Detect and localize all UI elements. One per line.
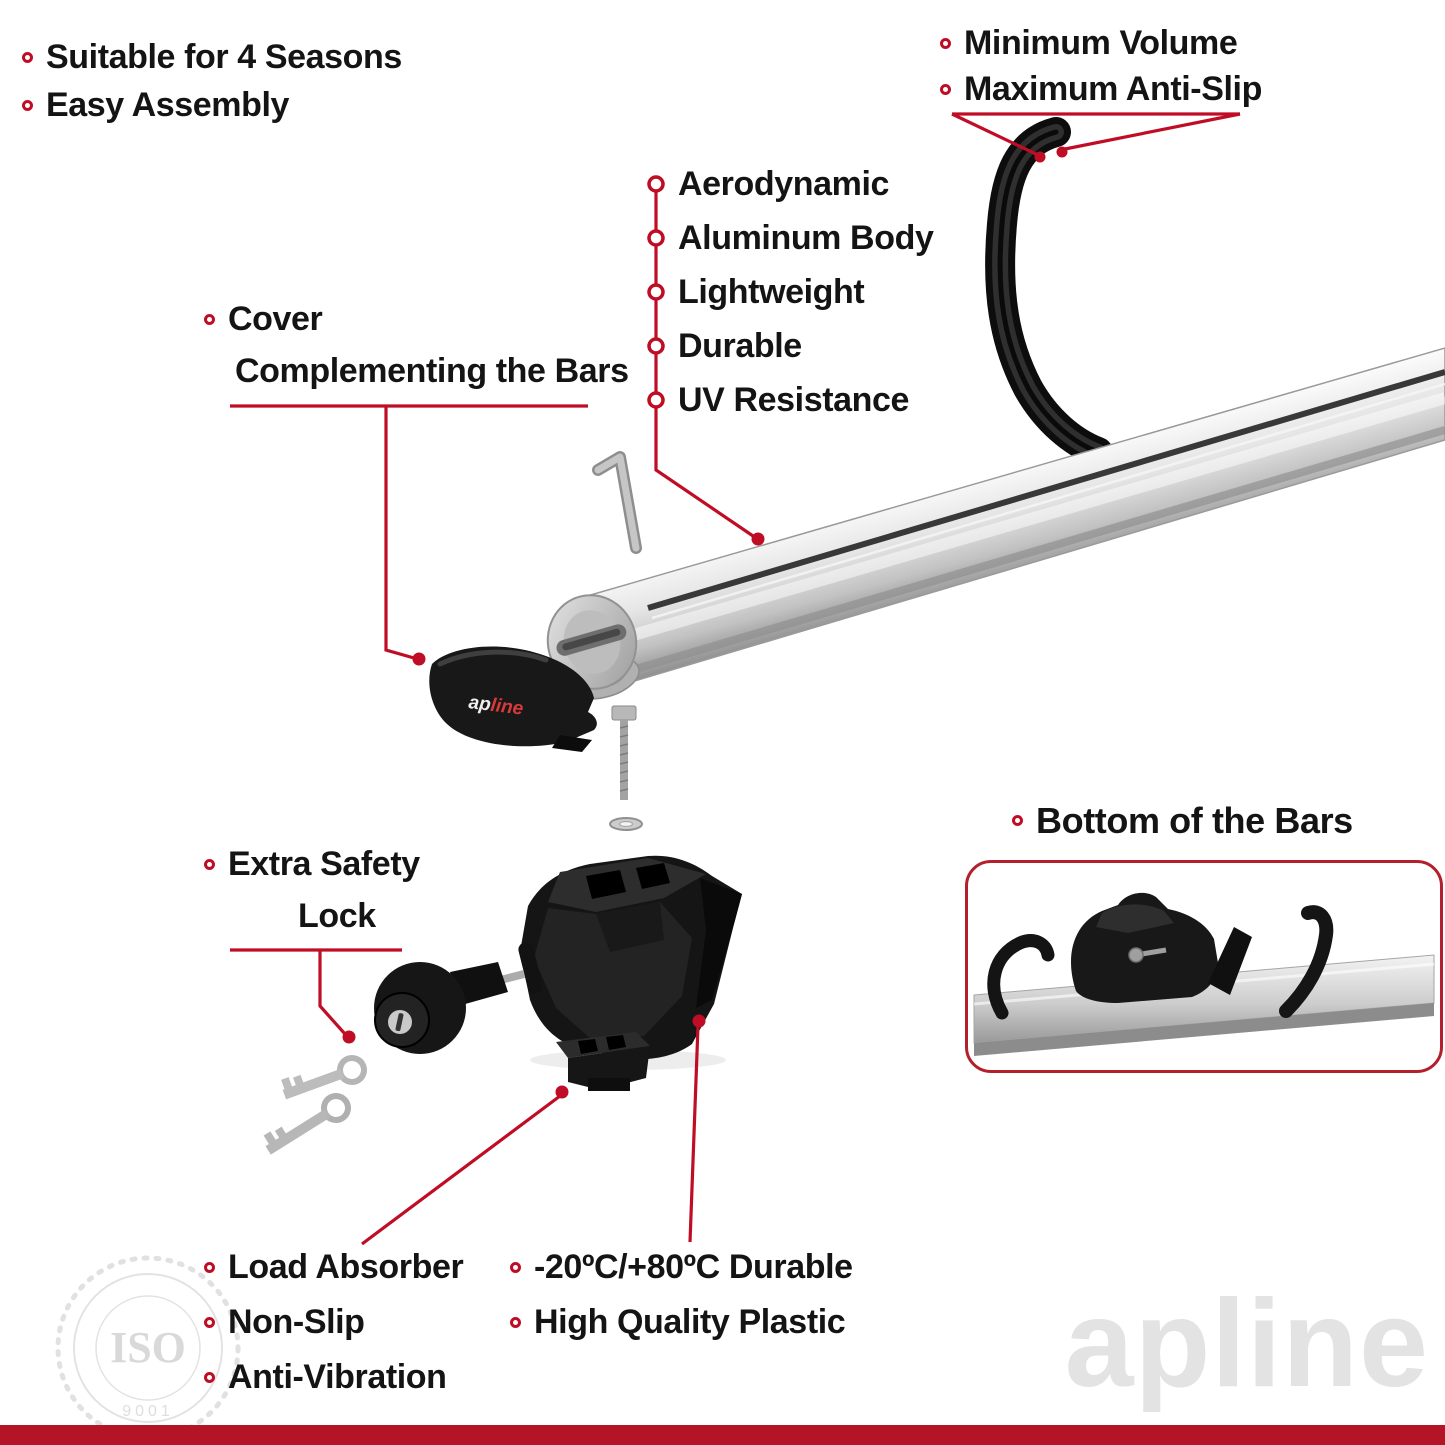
label-text: Complementing the Bars xyxy=(235,352,629,390)
lock-label-line2: Lock xyxy=(298,897,376,936)
mounting-foot-image xyxy=(520,855,742,1070)
feature-lightweight: Lightweight xyxy=(678,273,865,312)
bottom-red-band xyxy=(0,1425,1445,1445)
bullet-high-quality-plastic: High Quality Plastic xyxy=(510,1303,846,1342)
bullet-load-absorber: Load Absorber xyxy=(204,1248,464,1287)
bullet-text: Suitable for 4 Seasons xyxy=(46,38,402,76)
iso-stamp: ISO 9001 xyxy=(55,1255,241,1441)
bullet-ring-icon xyxy=(204,1372,215,1384)
inset-title: Bottom of the Bars xyxy=(1012,800,1353,841)
iso-title: ISO xyxy=(110,1323,186,1372)
bullet-ring-icon xyxy=(204,314,215,326)
bracket-image xyxy=(556,1032,650,1091)
rubber-strip-image xyxy=(985,117,1113,467)
aluminum-bar-image xyxy=(546,347,1445,700)
bullet-ring-icon xyxy=(510,1317,521,1329)
inset-strip-right xyxy=(1279,905,1334,1018)
feature-text: Durable xyxy=(678,327,802,365)
cover-image: apline xyxy=(429,646,597,752)
bullet-text: Maximum Anti-Slip xyxy=(964,70,1262,108)
bullet-ring-icon xyxy=(22,100,33,112)
label-text: Lock xyxy=(298,897,376,935)
bullet-text: Non-Slip xyxy=(228,1303,365,1341)
bullet-ring-icon xyxy=(204,1262,215,1274)
bullet-text: Minimum Volume xyxy=(964,24,1238,62)
bullet-ring-icon xyxy=(204,859,215,871)
feature-aerodynamic: Aerodynamic xyxy=(678,165,889,204)
label-text: Bottom of the Bars xyxy=(1036,800,1353,841)
inset-strip-left xyxy=(987,934,1055,1020)
keys-image xyxy=(263,1055,367,1155)
bar-end-cap xyxy=(546,594,638,690)
cover-logo-line: line xyxy=(489,695,524,720)
bullet-text: -20ºC/+80ºC Durable xyxy=(534,1248,853,1286)
annotation-dots xyxy=(342,146,1068,1099)
safety-lock-image xyxy=(374,942,543,1054)
cover-label-line2: Complementing the Bars xyxy=(235,352,629,391)
bullet-text: Anti-Vibration xyxy=(228,1358,447,1396)
feature-bullet-rings xyxy=(647,175,665,409)
allen-key-image xyxy=(592,451,642,554)
bullet-ring-icon xyxy=(510,1262,521,1274)
bullet-easy-assembly: Easy Assembly xyxy=(22,86,289,125)
cover-logo: apline xyxy=(467,692,524,720)
inset-clamp xyxy=(1071,892,1218,1003)
bullet-text: High Quality Plastic xyxy=(534,1303,846,1341)
lock-label-line1: Extra Safety xyxy=(204,845,420,884)
inset-arm xyxy=(1208,927,1252,995)
feature-text: UV Resistance xyxy=(678,381,910,419)
bullet-minimum-volume: Minimum Volume xyxy=(940,24,1238,63)
brand-watermark: apline xyxy=(1064,1275,1429,1413)
cover-label-line1: Cover xyxy=(204,300,323,339)
annotation-lines xyxy=(230,112,1241,1246)
bullet-non-slip: Non-Slip xyxy=(204,1303,365,1342)
cover-logo-ap: ap xyxy=(467,692,492,716)
bullet-text: Easy Assembly xyxy=(46,86,290,124)
label-text: Extra Safety xyxy=(228,845,420,883)
feature-aluminum-body: Aluminum Body xyxy=(678,219,934,258)
inset-art xyxy=(973,892,1435,1056)
bullet-suitable-seasons: Suitable for 4 Seasons xyxy=(22,38,402,77)
bullet-ring-icon xyxy=(22,52,33,64)
feature-text: Aerodynamic xyxy=(678,165,890,203)
bullet-anti-vibration: Anti-Vibration xyxy=(204,1358,447,1397)
iso-subtitle: 9001 xyxy=(122,1403,174,1420)
bullet-text: Load Absorber xyxy=(228,1248,464,1286)
bullet-temperature-durable: -20ºC/+80ºC Durable xyxy=(510,1248,853,1287)
bolt-image xyxy=(609,705,643,831)
bottom-of-bars-inset xyxy=(965,860,1443,1073)
bullet-maximum-antislip: Maximum Anti-Slip xyxy=(940,70,1262,109)
bullet-ring-icon xyxy=(1012,815,1023,827)
label-text: Cover xyxy=(228,300,323,338)
feature-text: Lightweight xyxy=(678,273,865,311)
bullet-ring-icon xyxy=(940,38,951,50)
bullet-ring-icon xyxy=(204,1317,215,1329)
feature-durable: Durable xyxy=(678,327,802,366)
feature-uv-resistance: UV Resistance xyxy=(678,381,909,420)
feature-text: Aluminum Body xyxy=(678,219,934,257)
bullet-ring-icon xyxy=(940,84,951,96)
